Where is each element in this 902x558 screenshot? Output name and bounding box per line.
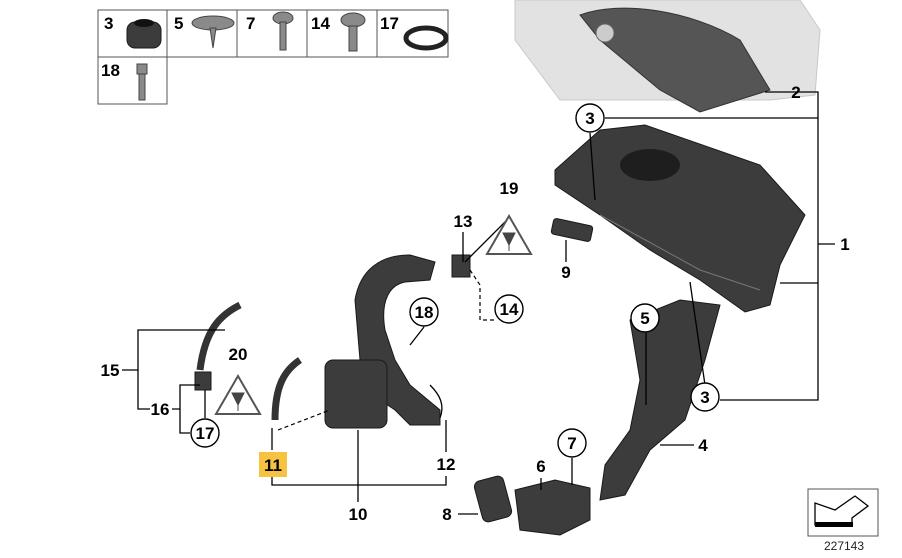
callout-17[interactable]: 17 [196,424,215,443]
callout-3[interactable]: 3 [700,388,709,407]
callout-18[interactable]: 18 [415,303,434,322]
callout-1[interactable]: 1 [840,235,849,254]
callout-9[interactable]: 9 [561,263,570,282]
callout-3[interactable]: 3 [585,109,594,128]
table-label-5: 5 [174,14,183,33]
table-label-7: 7 [246,14,255,33]
callout-19[interactable]: 19 [500,179,519,198]
electrical-connector-triangle-icon [485,214,533,255]
intake-duct [599,299,721,501]
resonator-part-10 [324,254,441,429]
callout-circles [190,103,720,458]
callout-6[interactable]: 6 [536,457,545,476]
hose-15 [196,301,242,371]
bolt-icon [136,63,148,101]
callout-8[interactable]: 8 [442,505,451,524]
small-parts-table: 3 5 7 14 17 18 [97,9,449,105]
callout-5[interactable]: 5 [640,309,649,328]
o-ring-icon [403,25,449,51]
diagram-number: 227143 [824,539,864,553]
table-label-17: 17 [380,14,399,33]
engine-cover-ghost [514,0,821,113]
clip-12 [429,384,443,419]
screw-icon [272,11,294,51]
callout-15[interactable]: 15 [101,361,120,380]
callout-10[interactable]: 10 [349,505,368,524]
table-label-14: 14 [311,14,330,33]
washer-screw-icon [191,15,235,49]
hose-11 [271,357,303,421]
leader-lines [122,91,835,515]
callout-7[interactable]: 7 [567,434,576,453]
callout-11[interactable]: 11 [264,456,282,475]
electrical-connector-triangle-icon [214,374,262,415]
table-label-3: 3 [104,14,113,33]
sensor-13 [451,254,471,278]
callout-12[interactable]: 12 [437,455,456,474]
part-16 [194,371,212,391]
callout-4[interactable]: 4 [698,436,708,455]
callout-20[interactable]: 20 [229,345,248,364]
part-8 [473,475,513,523]
air-filter-housing [554,124,806,313]
callout-13[interactable]: 13 [454,212,473,231]
callout-14[interactable]: 14 [500,300,519,319]
highlight-part-11 [259,452,287,477]
callout-16[interactable]: 16 [151,400,170,419]
part-6 [514,479,591,536]
callout-2[interactable]: 2 [791,83,800,102]
table-label-18: 18 [101,61,120,80]
rubber-grommet-icon [126,19,162,49]
back-arrow-button[interactable] [807,488,879,537]
part-9 [550,218,594,242]
screw-icon [340,12,366,52]
